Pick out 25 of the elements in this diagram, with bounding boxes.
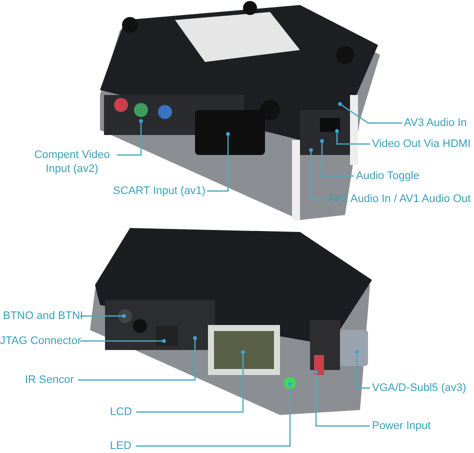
callout-label: Video Out Via HDMI: [372, 137, 471, 151]
leader-line: [136, 382, 292, 447]
leader-line: [80, 314, 126, 318]
leader-line: [117, 119, 143, 156]
leader-line: [207, 132, 230, 192]
leader-line: [80, 339, 166, 343]
callout-label: Power Input: [372, 419, 431, 433]
callout-label: AV3 Audio In: [404, 116, 467, 130]
leader-line: [136, 350, 245, 413]
callout-label: Compent Video Input (av2): [28, 148, 116, 176]
callout-label: BTNO and BTNI: [3, 309, 84, 323]
callout-label: LED: [110, 439, 132, 453]
callout-label: AV2 Audio In / AV1 Audio Out: [328, 192, 471, 206]
leader-line: [338, 102, 402, 124]
callout-label: LCD: [110, 405, 132, 419]
leader-line: [78, 336, 197, 381]
callout-label: Audio Toggle: [356, 169, 420, 183]
callout-label: JTAG Connector: [0, 334, 82, 348]
callout-label: VGA/D-Subl5 (av3): [372, 381, 466, 395]
leader-line: [314, 370, 370, 427]
callout-label: SCART Input (av1): [113, 184, 206, 198]
leader-line: [335, 129, 370, 145]
leader-line: [355, 350, 370, 389]
leader-line: [309, 148, 326, 200]
callout-label: IR Sencor: [25, 373, 74, 387]
